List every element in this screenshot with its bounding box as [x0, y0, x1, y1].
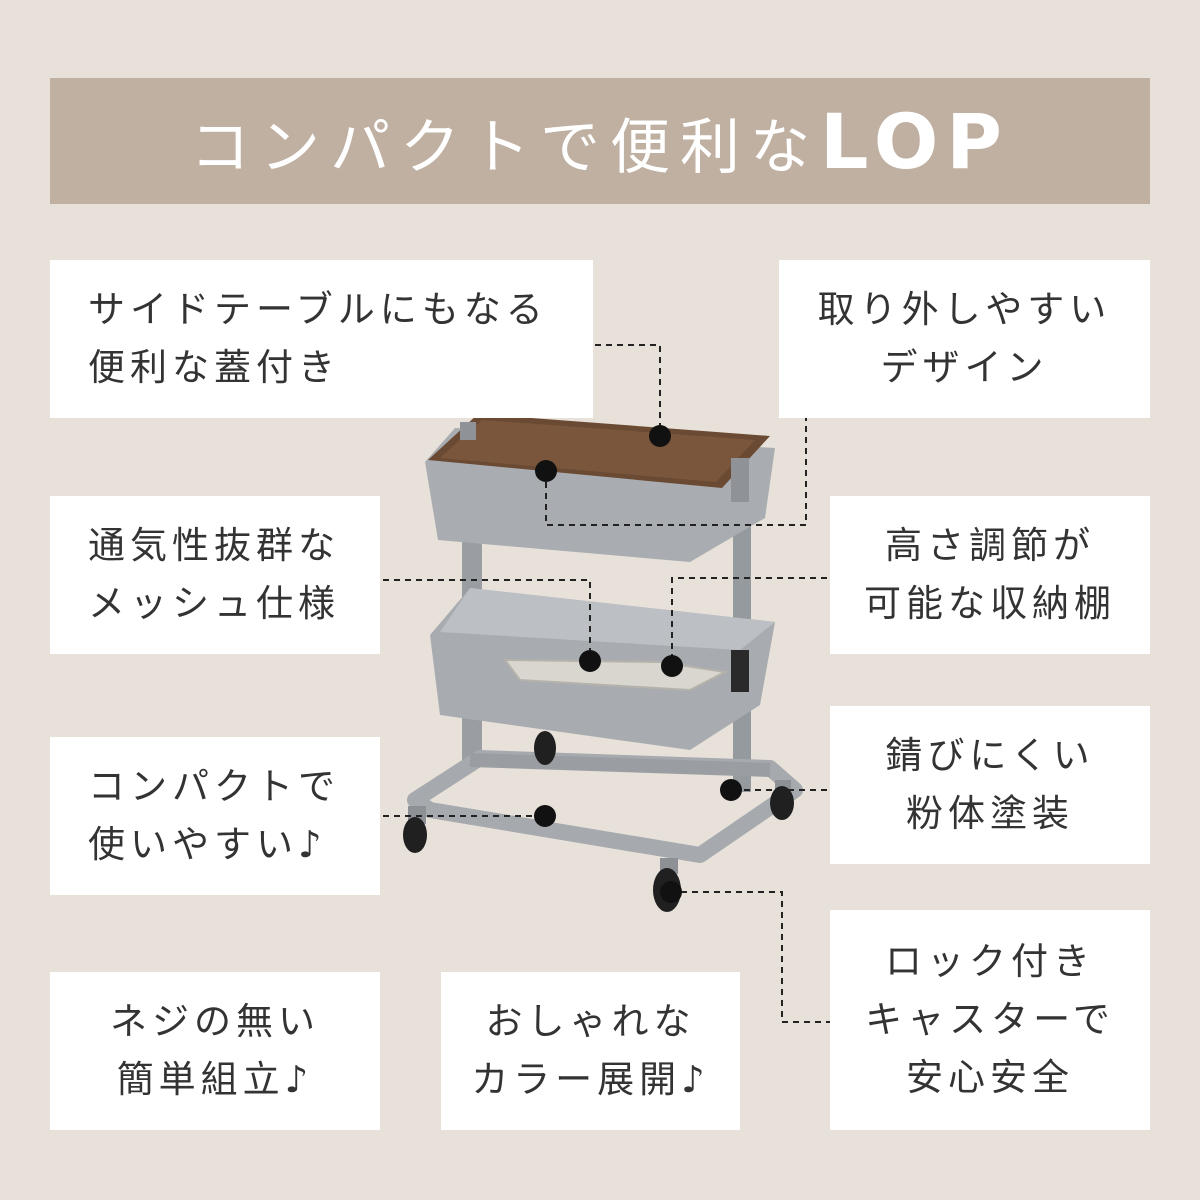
dot-caster: [660, 881, 682, 903]
dot-coating: [720, 779, 742, 801]
feature-card-screwless: ネジの無い 簡単組立♪: [50, 972, 380, 1130]
feature-line: 使いやすい♪: [88, 823, 327, 866]
feature-line: メッシュ仕様: [88, 582, 340, 625]
brand-name: LOP: [819, 96, 1011, 186]
wood-lid-top: [440, 420, 755, 482]
feature-line: 粉体塗装: [906, 792, 1074, 835]
feature-line: 取り外しやすい: [817, 288, 1112, 331]
leader-removable: [545, 393, 807, 526]
post-cap-right: [731, 458, 749, 502]
feature-line: キャスターで: [865, 998, 1115, 1041]
title-prefix: コンパクトで便利な: [189, 112, 820, 183]
feature-line: カラー展開♪: [471, 1058, 710, 1101]
feature-line: コンパクトで: [88, 765, 340, 808]
lower-basket-rim: [440, 588, 775, 650]
feature-line: 便利な蓋付き: [88, 346, 340, 389]
dot-lid: [649, 425, 671, 447]
title-banner: コンパクトで便利なLOP: [50, 78, 1150, 204]
cart-base-rear-bar: [469, 753, 771, 777]
feature-line: 可能な収納棚: [864, 582, 1116, 625]
caster-rear-right: [770, 780, 794, 820]
feature-card-mesh: 通気性抜群な メッシュ仕様: [50, 496, 380, 654]
dot-frame: [534, 805, 556, 827]
feature-card-lock-casters: ロック付き キャスターで 安心安全: [830, 910, 1150, 1130]
leader-adjustable: [671, 577, 860, 665]
leader-mesh: [350, 579, 591, 660]
feature-line: サイドテーブルにもなる: [88, 288, 548, 331]
feature-card-colors: おしゃれな カラー展開♪: [441, 972, 740, 1130]
feature-card-side-table-lid: サイドテーブルにもなる 便利な蓋付き: [50, 260, 593, 418]
caster-rear-left: [534, 731, 556, 765]
dot-mesh: [579, 650, 601, 672]
post-clip-right: [731, 650, 749, 692]
feature-line: 安心安全: [906, 1056, 1074, 1099]
feature-card-removable-design: 取り外しやすい デザイン: [779, 260, 1150, 418]
feature-card-compact: コンパクトで 使いやすい♪: [50, 737, 380, 895]
post-cap-left: [460, 422, 476, 440]
dot-shelf: [661, 655, 683, 677]
feature-line: 錆びにくい: [885, 734, 1095, 777]
leader-side-table: [562, 344, 661, 435]
feature-line: デザイン: [880, 346, 1049, 389]
page-title: コンパクトで便利なLOP: [190, 97, 1010, 186]
feature-line: おしゃれな: [485, 1000, 696, 1043]
feature-card-powder-coating: 錆びにくい 粉体塗装: [830, 706, 1150, 864]
feature-line: 通気性抜群な: [88, 524, 340, 567]
feature-line: 高さ調節が: [885, 524, 1095, 567]
feature-line: ネジの無い: [110, 1000, 320, 1043]
feature-line: ロック付き: [885, 940, 1095, 983]
dot-removable: [535, 460, 557, 482]
feature-card-adjustable-shelf: 高さ調節が 可能な収納棚: [830, 496, 1150, 654]
leader-casters: [670, 891, 860, 1023]
feature-line: 簡単組立♪: [116, 1058, 314, 1101]
